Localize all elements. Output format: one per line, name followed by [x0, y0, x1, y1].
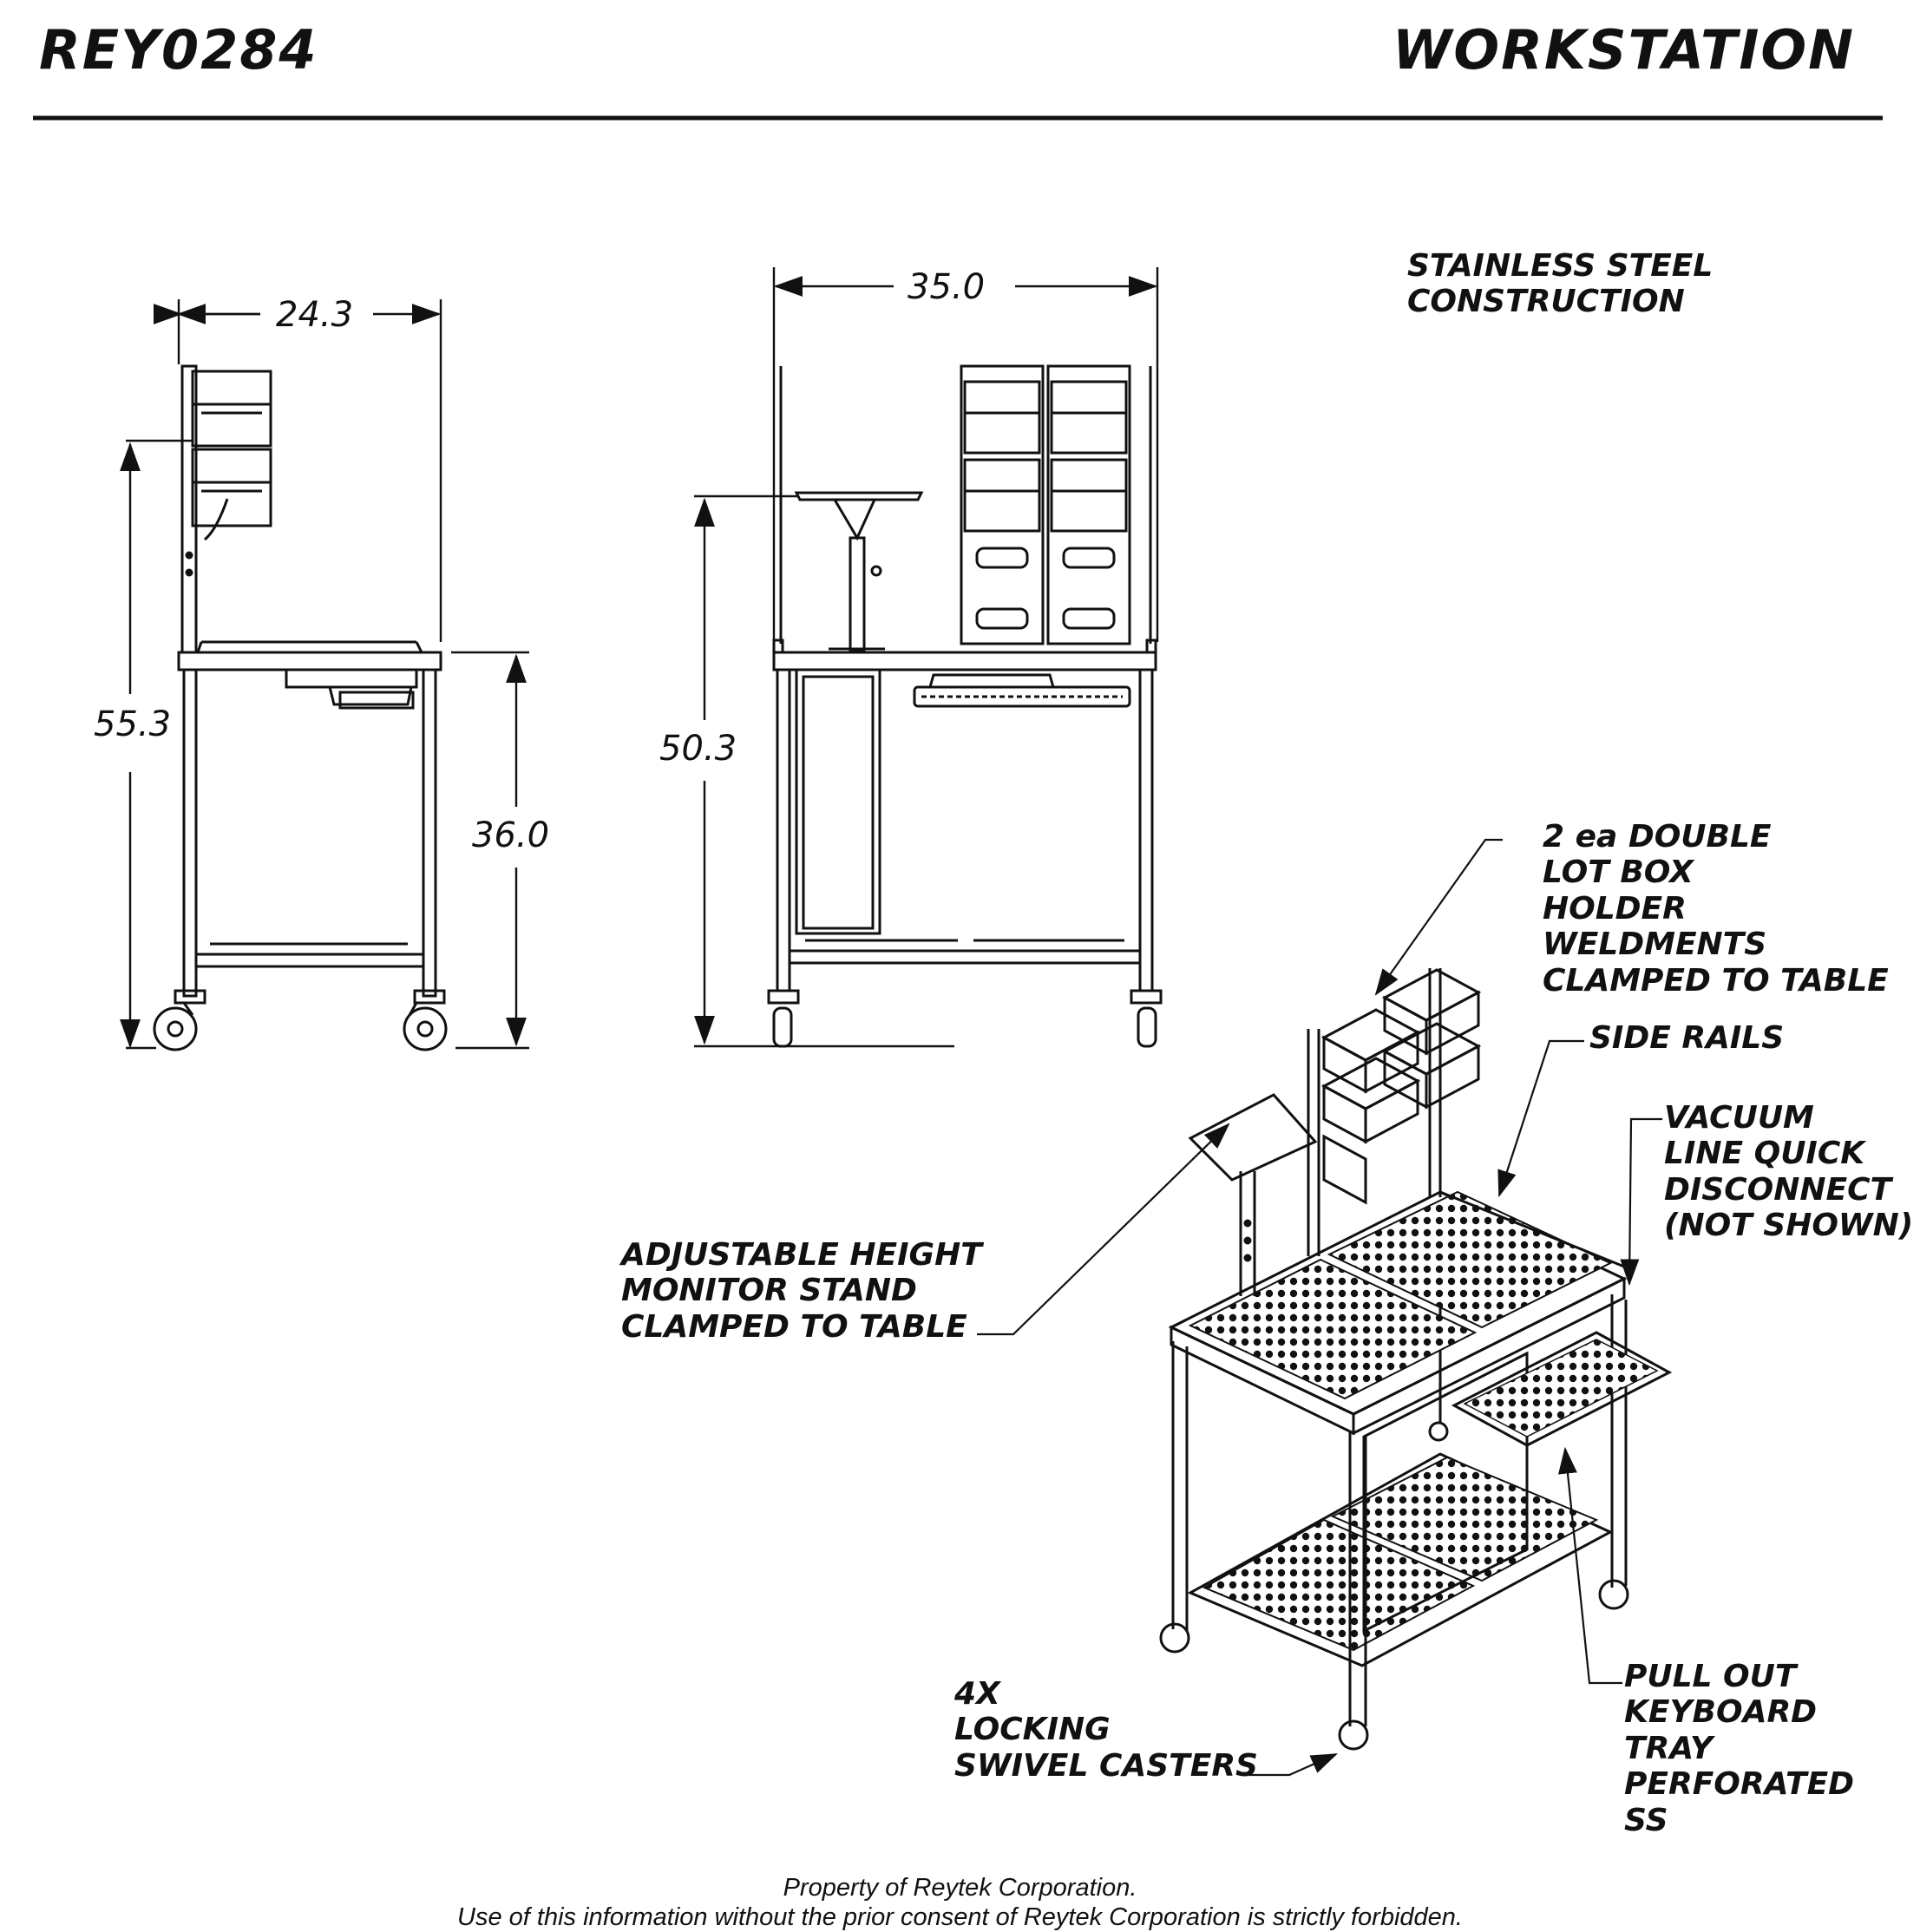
dim-overall-height: 55.3 [94, 704, 172, 744]
side-view [153, 364, 448, 1051]
note-side-rails-line-1: SIDE RAILS [1589, 1020, 1785, 1056]
note-lot-box-line-4: CLAMPED TO TABLE [1543, 962, 1889, 999]
note-monitor-stand: ADJUSTABLE HEIGHT MONITOR STAND CLAMPED … [621, 1237, 982, 1345]
note-keyboard-line-5: SS [1624, 1802, 1668, 1838]
note-casters: 4X LOCKING SWIVEL CASTERS [954, 1676, 1258, 1784]
drawing-number: REY0284 [39, 18, 318, 82]
footer-line-1: Property of Reytek Corporation. [783, 1874, 1137, 1902]
note-lot-box-line-3: HOLDER WELDMENTS [1543, 890, 1767, 963]
note-vacuum-line-1: VACUUM [1664, 1100, 1814, 1136]
note-keyboard-line-3: TRAY [1624, 1730, 1714, 1766]
note-casters-line-3: SWIVEL CASTERS [954, 1747, 1258, 1784]
dim-side-width: 24.3 [276, 295, 354, 335]
note-keyboard-line-2: KEYBOARD [1624, 1694, 1818, 1731]
note-casters-line-2: LOCKING [954, 1712, 1111, 1748]
note-lot-box: 2 ea DOUBLE LOT BOX HOLDER WELDMENTS CLA… [1543, 819, 1920, 999]
note-lot-box-line-2: LOT BOX [1543, 855, 1694, 891]
note-monitor-stand-line-1: ADJUSTABLE HEIGHT [621, 1237, 982, 1273]
footer-line-2: Use of this information without the prio… [457, 1903, 1463, 1931]
note-keyboard: PULL OUT KEYBOARD TRAY PERFORATED SS [1624, 1659, 1854, 1838]
note-monitor-stand-line-3: CLAMPED TO TABLE [621, 1308, 967, 1345]
leaders [977, 838, 1662, 1777]
iso-view [1159, 968, 1673, 1751]
note-keyboard-line-1: PULL OUT [1624, 1659, 1797, 1694]
note-monitor-stand-line-2: MONITOR STAND [621, 1273, 917, 1309]
note-side-rails: SIDE RAILS [1589, 1020, 1784, 1056]
dim-front-width: 35.0 [908, 267, 986, 307]
note-casters-line-1: 4X [954, 1676, 1000, 1712]
note-construction-line-1: STAINLESS STEEL [1407, 248, 1714, 284]
note-vacuum-line-2: LINE QUICK [1664, 1136, 1865, 1172]
note-lot-box-line-1: 2 ea DOUBLE [1543, 819, 1772, 855]
note-construction: STAINLESS STEEL CONSTRUCTION [1407, 248, 1713, 320]
front-dimensions [694, 267, 1159, 1048]
dim-stand-height: 50.3 [659, 729, 737, 769]
front-view [767, 364, 1163, 1048]
note-vacuum-line-3: DISCONNECT [1664, 1171, 1892, 1208]
note-vacuum: VACUUM LINE QUICK DISCONNECT (NOT SHOWN) [1664, 1100, 1913, 1244]
drawing-title: WORKSTATION [1392, 18, 1856, 82]
dim-table-height: 36.0 [472, 815, 550, 855]
side-dimensions [120, 299, 529, 1050]
note-construction-line-2: CONSTRUCTION [1407, 284, 1685, 320]
note-vacuum-line-4: (NOT SHOWN) [1664, 1208, 1914, 1244]
note-keyboard-line-4: PERFORATED [1624, 1766, 1855, 1803]
